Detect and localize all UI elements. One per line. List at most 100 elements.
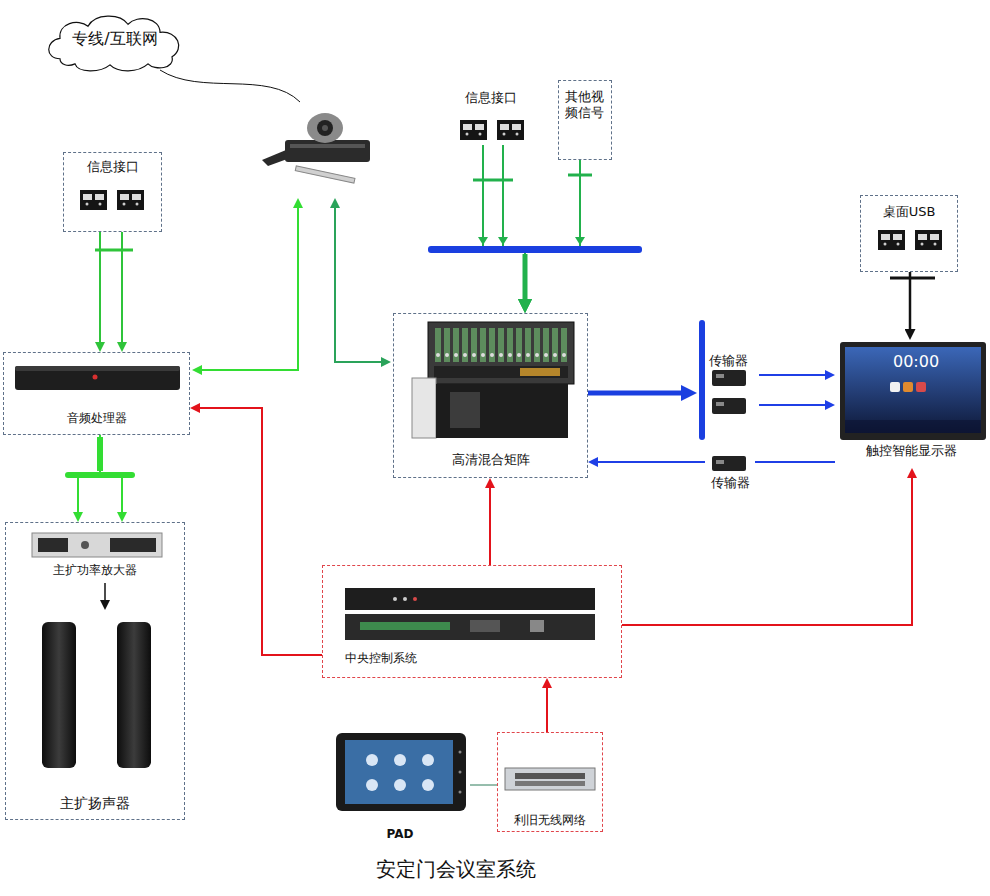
signal-bars bbox=[575, 237, 585, 245]
signal-bars bbox=[568, 174, 592, 177]
control-devices bbox=[345, 614, 595, 640]
matrix-device bbox=[412, 378, 436, 438]
matrix-device bbox=[450, 392, 480, 428]
amplifier-device bbox=[32, 533, 162, 557]
video-conference-terminal bbox=[322, 125, 328, 131]
info-panel-icons bbox=[878, 230, 905, 250]
device-group-box: 信息接口 bbox=[63, 152, 162, 232]
network-switch bbox=[505, 768, 595, 790]
info-panel-icons bbox=[80, 120, 942, 250]
node-label: 高清混合矩阵 bbox=[452, 452, 530, 468]
node-label: 主扩扬声器 bbox=[60, 795, 130, 813]
matrix-device bbox=[520, 368, 560, 376]
node-label: 触控智能显示器 bbox=[866, 443, 957, 459]
video-conference-terminal bbox=[307, 113, 343, 143]
info-panel-icons bbox=[117, 190, 144, 210]
node-label: 传输器 bbox=[711, 475, 750, 491]
device-group-box: 音频处理器 bbox=[3, 352, 190, 435]
node-label: 其他视频信号 bbox=[564, 89, 607, 122]
signal-connector bbox=[622, 478, 912, 625]
network-switch bbox=[515, 773, 585, 779]
tablet-pad bbox=[366, 779, 378, 791]
signal-connector bbox=[200, 408, 322, 655]
camera-links bbox=[202, 208, 298, 370]
node-label: 传输器 bbox=[709, 353, 748, 369]
cloud-outline bbox=[49, 16, 179, 71]
node-label: 中央控制系统 bbox=[345, 651, 417, 666]
device-group-box: 中央控制系统 bbox=[322, 565, 622, 678]
info-panel-icons bbox=[497, 120, 524, 140]
signal-bars bbox=[890, 277, 935, 280]
signal-bars bbox=[699, 320, 705, 440]
tablet-pad bbox=[336, 733, 466, 811]
device-group-box: 桌面USB bbox=[860, 195, 958, 272]
node-label: 音频处理器 bbox=[67, 411, 127, 426]
signal-connector bbox=[525, 160, 580, 299]
signal-connector bbox=[483, 145, 525, 299]
node-label: 主扩功率放大器 bbox=[53, 563, 137, 578]
touch-display bbox=[903, 382, 913, 392]
amplifier-device bbox=[81, 541, 89, 549]
matrix-device bbox=[428, 322, 574, 384]
info-panel-icons bbox=[460, 120, 487, 140]
device-group-box: 高清混合矩阵 bbox=[393, 313, 588, 478]
signal-connector bbox=[909, 272, 912, 329]
tablet-pad bbox=[422, 754, 434, 766]
control-devices bbox=[470, 620, 500, 632]
device-group-box: 主扩功率放大器主扩扬声器 bbox=[5, 522, 185, 820]
device-node: 传输器 bbox=[697, 350, 759, 422]
signal-connector bbox=[759, 374, 825, 376]
amplifier-device bbox=[104, 583, 106, 600]
control-devices bbox=[403, 597, 407, 601]
signal-bars bbox=[478, 237, 488, 245]
node-label: 专线/互联网 bbox=[72, 29, 157, 49]
tablet-pad bbox=[394, 754, 406, 766]
touch-display bbox=[840, 342, 986, 440]
touch-display bbox=[840, 342, 986, 440]
transmitter-devices bbox=[716, 374, 724, 378]
internet-link bbox=[160, 70, 300, 102]
speaker-columns bbox=[42, 622, 151, 768]
network-switch bbox=[505, 768, 595, 790]
camera-links bbox=[202, 208, 381, 370]
signal-bars bbox=[65, 472, 135, 478]
audio-processor-device bbox=[15, 366, 180, 390]
node-label: 利旧无线网络 bbox=[514, 813, 586, 828]
control-devices bbox=[345, 588, 595, 640]
video-conference-terminal bbox=[290, 144, 365, 148]
tablet-pad bbox=[422, 779, 434, 791]
signal-connector bbox=[759, 404, 825, 406]
signal-bars bbox=[65, 175, 935, 478]
signal-bars bbox=[523, 254, 528, 300]
info-panel-icons bbox=[915, 230, 942, 250]
speaker-columns bbox=[117, 622, 151, 768]
audio-processor-device bbox=[15, 366, 180, 390]
tablet-pad bbox=[459, 771, 462, 774]
device-group-box: 其他视频信号 bbox=[558, 80, 612, 160]
tablet-pad bbox=[394, 779, 406, 791]
info-panel-icons bbox=[80, 190, 107, 210]
control-devices bbox=[530, 620, 544, 632]
transmitter-devices bbox=[716, 460, 724, 464]
tablet-pad bbox=[366, 754, 378, 766]
control-devices bbox=[413, 597, 417, 601]
speaker-columns bbox=[42, 622, 76, 768]
transmitter-devices bbox=[712, 370, 746, 386]
video-conference-terminal bbox=[262, 113, 370, 183]
screen-text: 00:00 bbox=[893, 352, 939, 371]
matrix-device bbox=[434, 366, 568, 378]
signal-bars bbox=[428, 246, 642, 253]
touch-display bbox=[916, 382, 926, 392]
transmitter-devices bbox=[716, 402, 724, 406]
amplifier-device bbox=[110, 538, 156, 552]
diagram-caption: 安定门会议室系统 bbox=[0, 856, 912, 883]
touch-display bbox=[845, 420, 981, 433]
transmitter-devices bbox=[712, 456, 746, 471]
signal-connector bbox=[546, 688, 548, 732]
amplifier-device bbox=[32, 533, 162, 600]
signal-connector bbox=[489, 488, 491, 565]
video-conference-terminal bbox=[317, 120, 333, 136]
control-devices bbox=[360, 622, 450, 630]
network-switch bbox=[515, 781, 585, 786]
